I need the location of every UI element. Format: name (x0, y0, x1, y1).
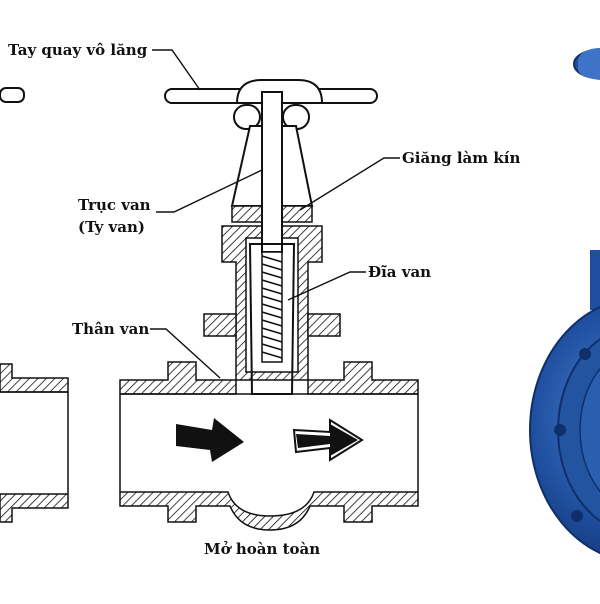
left-pipe-section (0, 87, 69, 523)
label-handwheel: Tay quay vô lăng (8, 41, 148, 59)
caption-fully-open: Mở hoàn toàn (204, 540, 321, 558)
label-seal: Giăng làm kín (402, 149, 521, 167)
leader-disc (287, 271, 366, 301)
label-disc: Đĩa van (368, 263, 432, 281)
leader-lines (150, 49, 400, 379)
flow-arrows (176, 418, 364, 462)
leader-seal (299, 157, 400, 211)
label-stem: Trục van (78, 196, 151, 214)
valve-body (119, 361, 419, 531)
leader-stem (156, 169, 263, 213)
leader-handwheel (152, 49, 201, 91)
blue-valve-photo (529, 48, 600, 555)
leader-body (150, 328, 221, 379)
valve-stem (261, 91, 283, 363)
label-body: Thân van (72, 320, 150, 338)
label-stem-alt: (Ty van) (78, 218, 145, 236)
flow-arrow-left (176, 418, 244, 462)
